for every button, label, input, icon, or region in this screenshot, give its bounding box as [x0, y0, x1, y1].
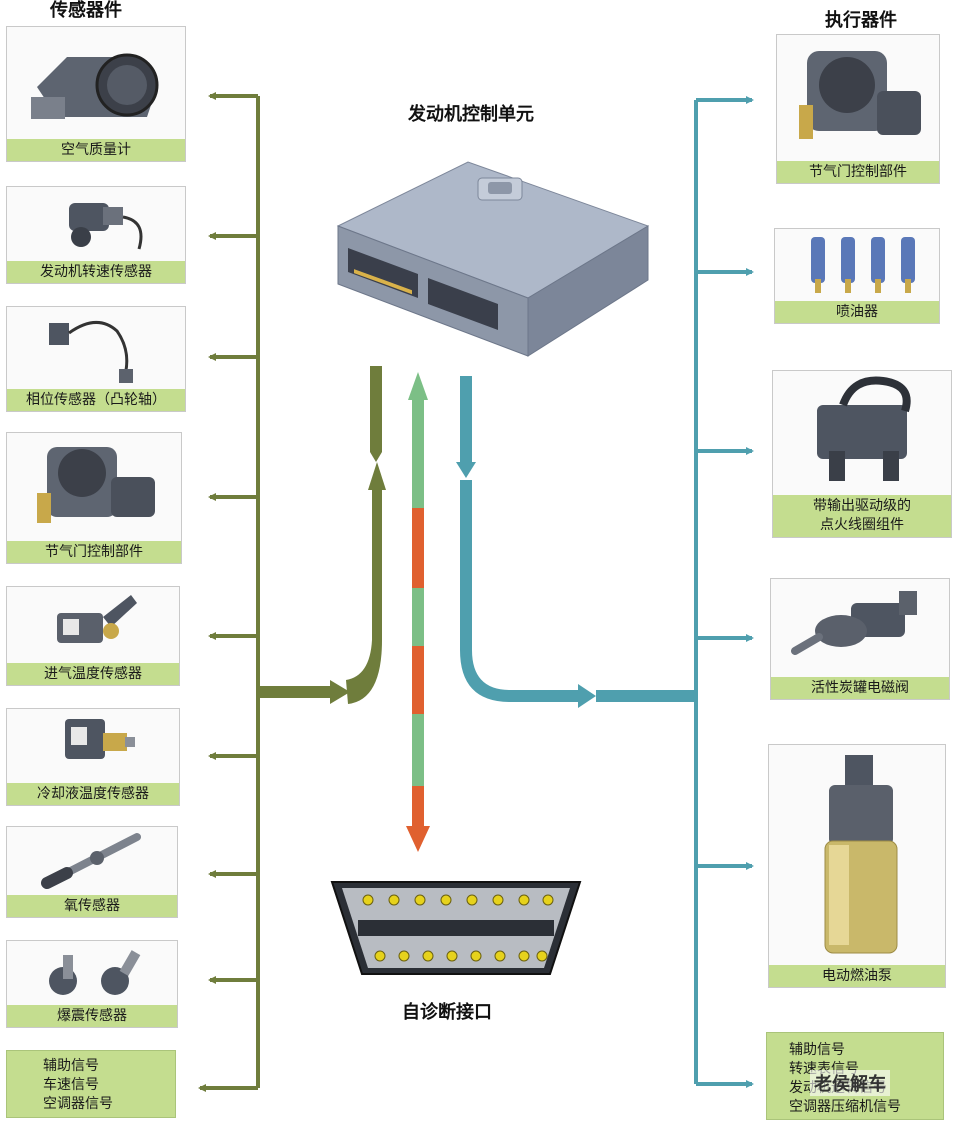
actuator-label-line1: 带输出驱动级的	[813, 498, 911, 514]
fuel-pump-icon	[824, 755, 898, 954]
sensor-label: 氧传感器	[7, 895, 177, 917]
actuator-label: 带输出驱动级的 点火线圈组件	[773, 495, 951, 537]
sensor-card-oxygen: 氧传感器	[6, 826, 178, 918]
air-mass-meter-icon	[31, 53, 159, 119]
sensor-card-engine-speed: 发动机转速传感器	[6, 186, 186, 284]
injector-icon	[811, 237, 915, 293]
actuator-card-throttle: 节气门控制部件	[776, 34, 940, 184]
actuator-aux-signals: 辅助信号 转速表信号 发动机运转信号 空调器压缩机信号	[766, 1032, 944, 1120]
aux-signal: 空调器压缩机信号	[789, 1099, 901, 1115]
sensor-label: 节气门控制部件	[7, 541, 181, 563]
actuator-card-ignition-coil: 带输出驱动级的 点火线圈组件	[772, 370, 952, 538]
ignition-coil-icon	[817, 376, 911, 481]
sensor-card-air-mass: 空气质量计	[6, 26, 186, 162]
actuator-bus-arrow	[456, 376, 696, 708]
aux-signal: 车速信号	[43, 1077, 99, 1093]
sensor-label: 冷却液温度传感器	[7, 783, 179, 805]
aux-signal: 辅助信号	[789, 1042, 845, 1058]
sensor-label: 爆震传感器	[7, 1005, 177, 1027]
actuator-label: 节气门控制部件	[777, 161, 939, 183]
sensor-card-throttle: 节气门控制部件	[6, 432, 182, 564]
diag-bus-arrow	[406, 372, 430, 852]
diag-connector	[330, 881, 582, 975]
actuator-label: 喷油器	[775, 301, 939, 323]
sensor-trunk-line	[198, 92, 260, 1092]
engine-speed-sensor-icon	[69, 203, 143, 250]
sensor-label: 发动机转速传感器	[7, 261, 185, 283]
canister-valve-icon	[791, 591, 917, 655]
actuator-label: 活性炭罐电磁阀	[771, 677, 949, 699]
diag-heading: 自诊断接口	[402, 1002, 492, 1023]
sensor-card-phase: 相位传感器（凸轮轴）	[6, 306, 186, 412]
sensor-label: 空气质量计	[7, 139, 185, 161]
sensor-card-intake-temp: 进气温度传感器	[6, 586, 180, 686]
actuator-label-line2: 点火线圈组件	[820, 517, 904, 533]
intake-temp-sensor-icon	[57, 595, 137, 643]
watermark: 老侯解车	[810, 1070, 890, 1096]
ecu-module	[336, 161, 650, 357]
throttle-body-icon	[799, 51, 921, 139]
aux-signal: 空调器信号	[43, 1096, 113, 1112]
aux-signal: 辅助信号	[43, 1058, 99, 1074]
sensor-label: 进气温度传感器	[7, 663, 179, 685]
ecu-heading: 发动机控制单元	[408, 104, 534, 125]
actuator-card-injector: 喷油器	[774, 228, 940, 324]
knock-sensor-icon	[49, 950, 141, 995]
actuator-trunk-line	[694, 96, 754, 1088]
sensor-card-coolant-temp: 冷却液温度传感器	[6, 708, 180, 806]
actuator-card-fuel-pump: 电动燃油泵	[768, 744, 946, 988]
sensor-card-knock: 爆震传感器	[6, 940, 178, 1028]
sensor-aux-signals: 辅助信号 车速信号 空调器信号	[6, 1050, 176, 1118]
phase-sensor-icon	[49, 321, 133, 383]
throttle-body-icon	[37, 447, 155, 523]
sensor-label: 相位传感器（凸轮轴）	[7, 389, 185, 411]
oxygen-sensor-icon	[41, 833, 141, 889]
sensors-heading: 传感器件	[50, 0, 122, 21]
actuator-card-canister-valve: 活性炭罐电磁阀	[770, 578, 950, 700]
coolant-temp-sensor-icon	[65, 719, 135, 759]
actuators-heading: 执行器件	[825, 10, 897, 31]
sensor-bus-arrow	[258, 366, 386, 704]
actuator-label: 电动燃油泵	[769, 965, 945, 987]
